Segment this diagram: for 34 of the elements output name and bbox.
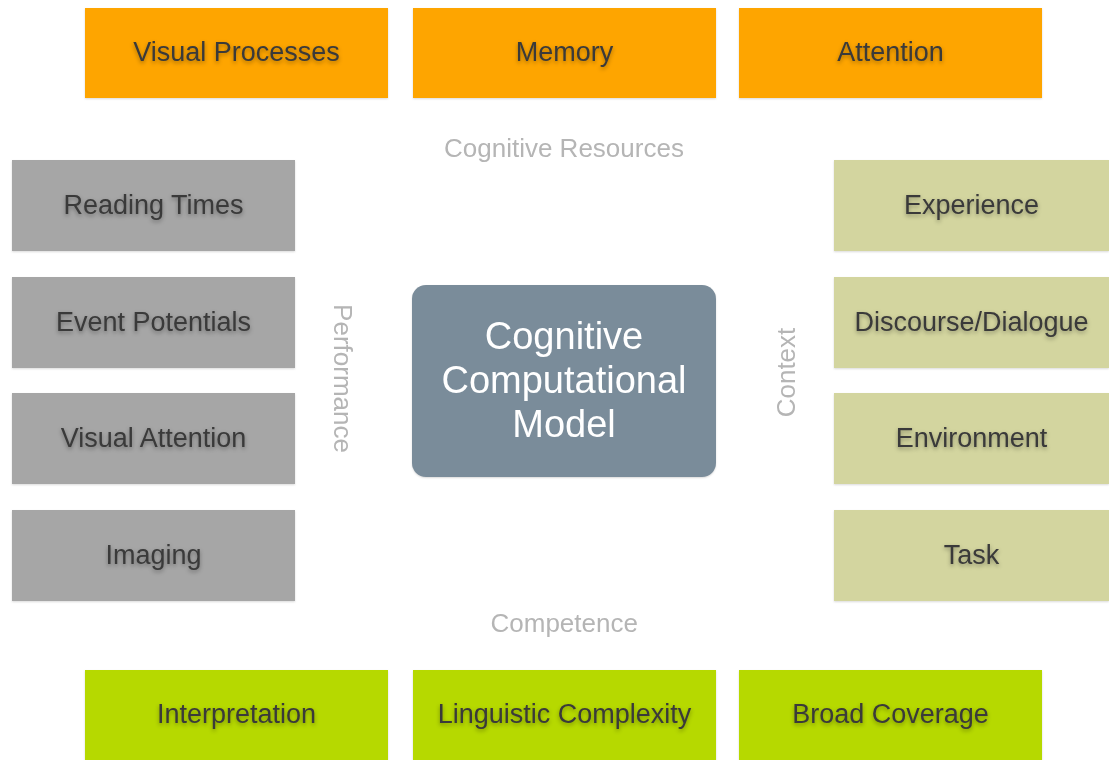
- node-label: Visual Processes: [133, 37, 340, 69]
- axis-label: Performance: [326, 303, 358, 453]
- node-label: Environment: [895, 422, 1048, 454]
- node-label: Memory: [515, 37, 614, 69]
- node-label: Attention: [837, 37, 944, 69]
- competence-box: [413, 670, 716, 760]
- competence-box: [85, 670, 388, 760]
- node-label: Linguistic Complexity: [437, 699, 692, 731]
- competence-box: [739, 670, 1042, 760]
- axis-label: Competence: [490, 607, 638, 639]
- measure-box: [12, 277, 295, 368]
- node-label: Discourse/Dialogue: [854, 306, 1089, 338]
- node-label: Broad Coverage: [792, 699, 989, 731]
- axis-label: Context: [771, 327, 803, 417]
- measure-box: [12, 510, 295, 601]
- node-label: Visual Attention: [60, 422, 247, 454]
- node-label: Task: [943, 539, 1000, 571]
- model-box: [412, 285, 716, 477]
- node-label: Experience: [903, 189, 1040, 221]
- resource-box: [413, 8, 716, 98]
- node-label: Imaging: [105, 539, 202, 571]
- context-box: [834, 510, 1109, 601]
- node-label: Reading Times: [63, 189, 244, 221]
- node-label: Interpretation: [156, 699, 317, 731]
- context-box: [834, 160, 1109, 251]
- context-box: [834, 393, 1109, 484]
- measure-box: [12, 160, 295, 251]
- axis-label: Cognitive Resources: [444, 132, 684, 164]
- context-box: [834, 277, 1109, 368]
- resource-box: [739, 8, 1042, 98]
- measure-box: [12, 393, 295, 484]
- node-label: Cognitive Computational Model: [440, 315, 688, 447]
- node-label: Event Potentials: [55, 306, 252, 338]
- resource-box: [85, 8, 388, 98]
